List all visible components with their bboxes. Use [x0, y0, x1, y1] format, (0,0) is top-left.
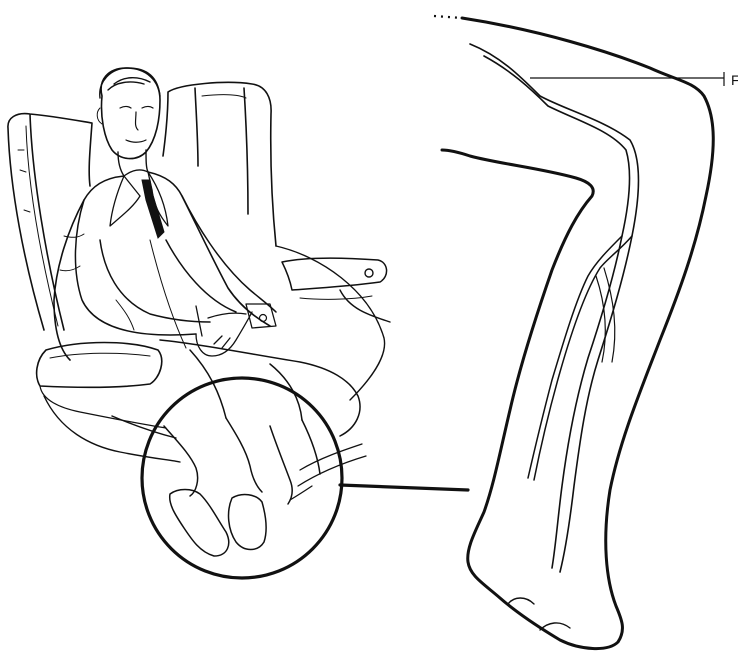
- left-armrest: [37, 343, 162, 388]
- lower-legs: [164, 418, 320, 504]
- right-arm: [166, 196, 276, 312]
- seat-backrest: [8, 114, 92, 330]
- enlarged-leg-drawing: [434, 16, 724, 649]
- seat-cushion: [276, 246, 390, 400]
- seated-passenger-drawing: [8, 68, 468, 578]
- trousers: [160, 340, 360, 436]
- necktie: [142, 180, 164, 238]
- legrest: [290, 444, 366, 500]
- callout-label: F: [731, 72, 738, 88]
- seat-base: [44, 396, 180, 462]
- leg-dotted-edge: [434, 16, 462, 18]
- connector-line: [340, 485, 468, 490]
- right-armrest: [282, 258, 387, 290]
- shoes: [170, 490, 266, 557]
- seat-backrest-right: [163, 82, 276, 246]
- left-arm: [75, 200, 210, 335]
